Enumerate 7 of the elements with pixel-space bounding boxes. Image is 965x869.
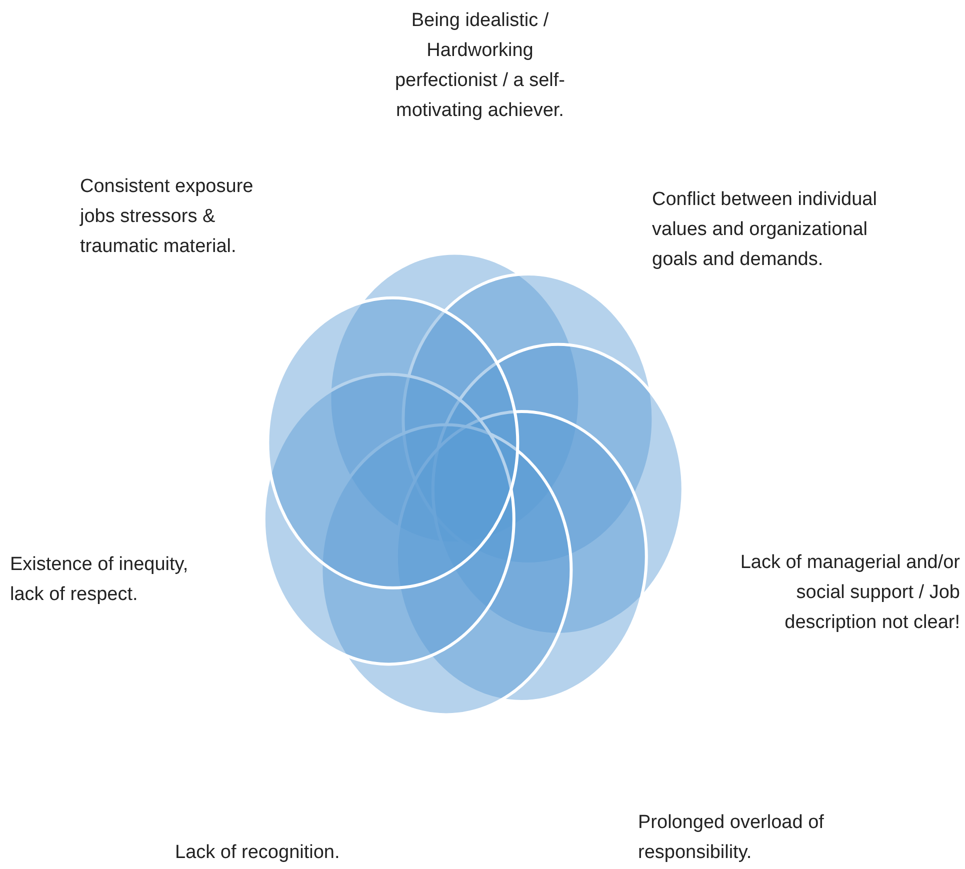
- factor-text: Prolonged overload of responsibility.: [638, 811, 825, 865]
- factor-text: Consistent exposure jobs stressors & traumatic material.: [80, 175, 254, 259]
- factor-text: Conflict between individual values and organizational goals and demands.: [652, 188, 878, 272]
- factor-text: Being idealistic / Hardworking perfectionist / a self-motivating achiever.: [394, 9, 566, 123]
- factor-text: Existence of inequity, lack of respect.: [10, 553, 190, 607]
- factor-text: Lack of recognition.: [175, 841, 341, 865]
- factor-text: Lack of managerial and/or social support / Job description not clear!: [739, 551, 960, 635]
